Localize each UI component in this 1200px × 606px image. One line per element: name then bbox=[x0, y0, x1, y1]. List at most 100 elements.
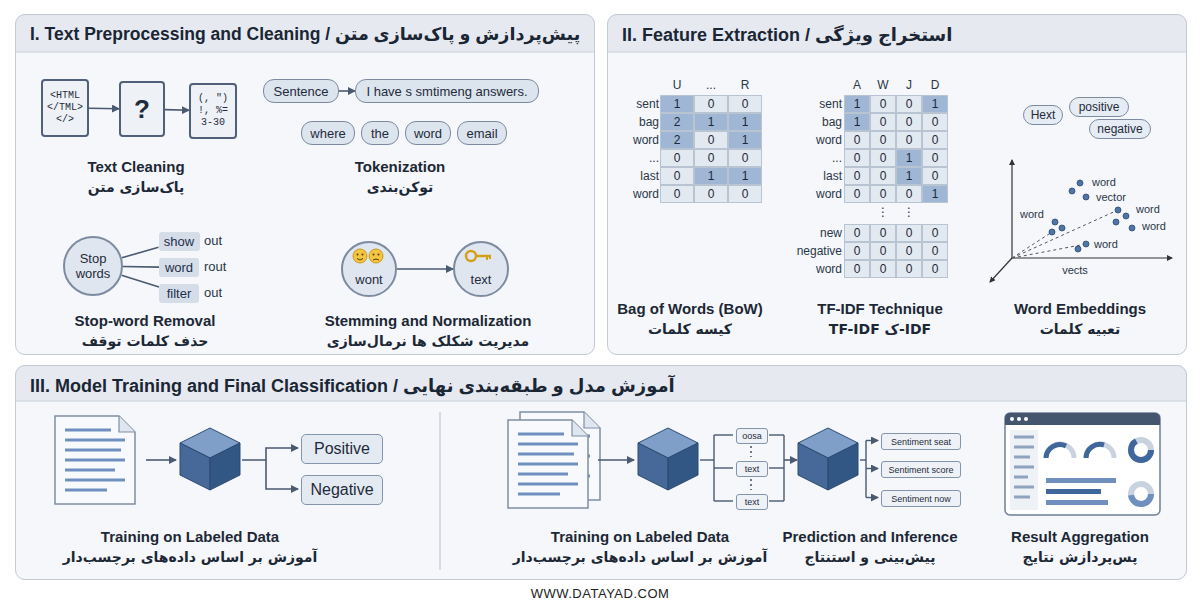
section-caption: TF-IDF Technique bbox=[817, 300, 943, 317]
node-text: email bbox=[466, 126, 497, 141]
document-icon: ? bbox=[119, 81, 165, 137]
table-cell: 0 bbox=[870, 113, 896, 131]
node-text: negative bbox=[1097, 122, 1142, 136]
connector-arrow bbox=[165, 109, 189, 111]
table-cell: 0 bbox=[922, 167, 948, 185]
table-cell: 0 bbox=[870, 167, 896, 185]
node-text: Positive bbox=[314, 440, 370, 458]
output-box: Sentiment seat bbox=[881, 433, 961, 450]
sentiment-bubble: negative bbox=[1089, 119, 1151, 139]
connector-line bbox=[122, 275, 159, 287]
table-cell: 0 bbox=[870, 242, 896, 260]
node-text: (, ") !, %= 3-30 bbox=[194, 93, 232, 129]
training-illustration bbox=[55, 412, 878, 570]
table-cell: 0 bbox=[922, 131, 948, 149]
table-cell: 1 bbox=[660, 95, 694, 113]
table-cell: 1 bbox=[728, 131, 762, 149]
node-text: text bbox=[745, 464, 760, 474]
column-header: R bbox=[741, 78, 750, 93]
token-bubble: the bbox=[361, 121, 399, 145]
persian-caption: پس‌پردازش نتایج bbox=[1023, 549, 1138, 565]
node-text: text bbox=[745, 497, 760, 507]
column-header: U bbox=[673, 78, 682, 93]
node-text: I have s smtimeng answers. bbox=[366, 84, 527, 99]
token-box: text bbox=[736, 461, 768, 477]
persian-caption: کیسه کلمات bbox=[648, 321, 732, 337]
output-box: Sentiment score bbox=[881, 461, 961, 478]
section-caption: Tokenization bbox=[355, 158, 446, 175]
table-cell: 0 bbox=[896, 113, 922, 131]
node-text: where bbox=[310, 126, 345, 141]
table-cell: 0 bbox=[922, 242, 948, 260]
sentiment-bubble: positive bbox=[1069, 97, 1129, 117]
node-text: Sentiment now bbox=[891, 494, 951, 504]
word-chip: filter bbox=[159, 284, 199, 303]
node-text: ? bbox=[134, 103, 150, 115]
panel-heading: II. Feature Extraction / استخراج ویژگی bbox=[622, 24, 952, 46]
row-label: ... bbox=[649, 149, 659, 167]
persian-caption: حذف کلمات توقف bbox=[82, 333, 209, 349]
table-cell: 0 bbox=[694, 149, 728, 167]
normalize-circle: text bbox=[453, 241, 509, 297]
table-cell: 0 bbox=[728, 185, 762, 203]
table-cell: 0 bbox=[694, 131, 728, 149]
speech-bubble: I have s smtimeng answers. bbox=[355, 79, 539, 103]
row-label: word bbox=[633, 131, 659, 149]
node-text: Sentence bbox=[274, 84, 329, 99]
node-text: show bbox=[164, 234, 194, 249]
row-label: ... bbox=[832, 149, 842, 167]
panel-grounds bbox=[15, 14, 1187, 580]
table-cell: 0 bbox=[896, 260, 922, 278]
section-caption: Training on Labeled Data bbox=[551, 528, 729, 545]
section-caption: Stop-word Removal bbox=[75, 312, 216, 329]
column-header: J bbox=[906, 78, 912, 93]
node-text: <HTML </TML> </> bbox=[46, 90, 84, 126]
table-cell: 0 bbox=[922, 113, 948, 131]
table-cell: 1 bbox=[896, 167, 922, 185]
word-chip: word bbox=[159, 258, 199, 277]
vector-label: word bbox=[1020, 208, 1044, 221]
column-header: A bbox=[853, 78, 861, 93]
table-cell: 2 bbox=[660, 113, 694, 131]
node-text: filter bbox=[167, 286, 192, 301]
node-text: word bbox=[165, 260, 193, 275]
section-caption: Text Cleaning bbox=[87, 158, 184, 175]
table-cell: 1 bbox=[844, 113, 870, 131]
node-text: word bbox=[414, 126, 442, 141]
connector-arrow bbox=[339, 90, 355, 92]
row-label: sent bbox=[636, 95, 659, 113]
node-text: Negative bbox=[310, 481, 373, 499]
table-cell: 0 bbox=[896, 242, 922, 260]
table-cell: 0 bbox=[896, 224, 922, 242]
table-cell: 0 bbox=[870, 149, 896, 167]
section-caption: Stemming and Normalization bbox=[325, 312, 532, 329]
document-icon: (, ") !, %= 3-30 bbox=[189, 83, 237, 139]
row-label: word bbox=[816, 131, 842, 149]
row-label: bag bbox=[822, 113, 842, 131]
table-cell: 0 bbox=[694, 95, 728, 113]
table-cell: 0 bbox=[694, 185, 728, 203]
node-text: Hext bbox=[1031, 108, 1056, 122]
table-cell: 1 bbox=[728, 167, 762, 185]
row-label: word bbox=[816, 185, 842, 203]
vector-label: word bbox=[1142, 220, 1166, 233]
table-cell: 0 bbox=[728, 149, 762, 167]
vector-label: word bbox=[1094, 238, 1118, 251]
persian-caption: آموزش بر اساس داده‌های برچسب‌دار bbox=[63, 549, 318, 565]
column-header: ... bbox=[706, 78, 716, 93]
table-cell: 0 bbox=[870, 185, 896, 203]
vector-label: word bbox=[1136, 203, 1160, 216]
table-cell: 0 bbox=[844, 260, 870, 278]
column-header: ⋮ bbox=[903, 205, 915, 220]
vector-label: vects bbox=[1062, 264, 1088, 277]
section-caption: Training on Labeled Data bbox=[101, 528, 279, 545]
node-text: oosa bbox=[742, 431, 762, 441]
table-cell: 0 bbox=[844, 242, 870, 260]
panel-heading: I. Text Preprocessing and Cleaning / پیش… bbox=[30, 24, 580, 45]
table-cell: 0 bbox=[844, 185, 870, 203]
table-cell: 1 bbox=[922, 95, 948, 113]
vector-label: word bbox=[1092, 176, 1116, 189]
node-text: Sentiment seat bbox=[891, 437, 951, 447]
connector-arrow bbox=[89, 108, 119, 110]
